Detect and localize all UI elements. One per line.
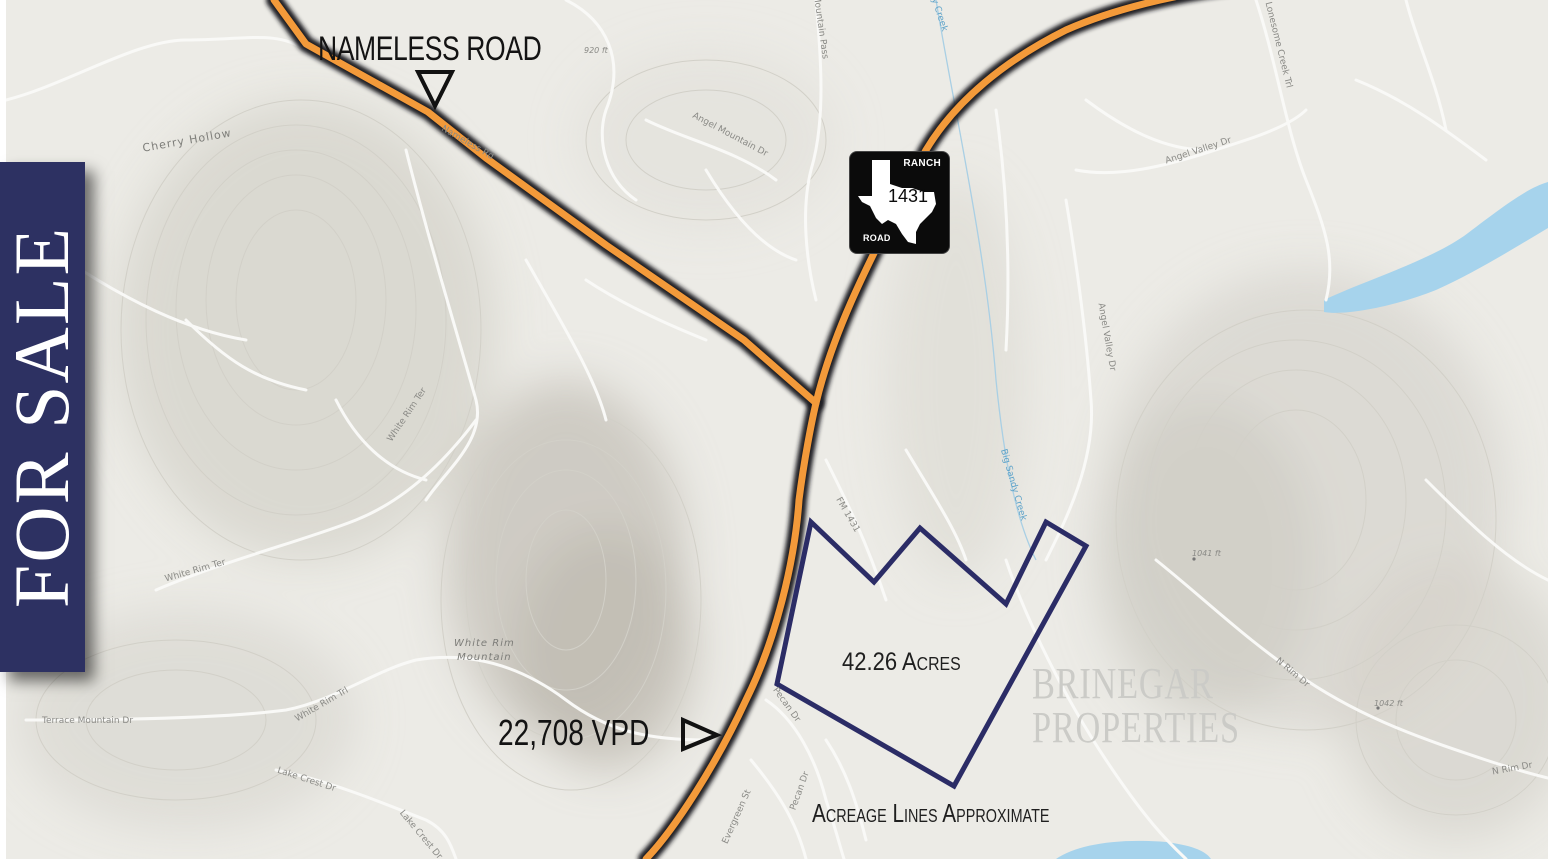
- label-elev-1042: 1042 ft: [1374, 699, 1403, 708]
- parcel-boundary[interactable]: [774, 517, 1090, 790]
- shield-top-text: RANCH: [903, 158, 941, 169]
- for-sale-text: FOR SALE: [0, 225, 85, 609]
- terrain-shading: [16, 50, 1548, 840]
- map-canvas: [6, 0, 1548, 859]
- vpd-marker-icon: [681, 716, 723, 752]
- shield-bottom-text: ROAD: [863, 233, 891, 243]
- label-terrace-mountain-dr: Terrace Mountain Dr: [42, 716, 134, 726]
- contour-lines: [35, 59, 1548, 816]
- traffic-count-label: 22,708 VPD: [498, 712, 650, 753]
- label-elev-1041: 1041 ft: [1192, 549, 1221, 558]
- label-white-rim-mountain-line1: White Rim: [454, 638, 515, 649]
- minor-roads: [6, 0, 1548, 859]
- label-white-rim-mountain: White Rim Mountain: [454, 637, 515, 665]
- topographic-map[interactable]: Cherry Hollow Nameless Rd 920 ft Mountai…: [6, 0, 1548, 859]
- watermark-line1: BRINEGAR: [1032, 659, 1214, 708]
- ranch-road-1431-shield: RANCH 1431 ROAD: [850, 152, 949, 253]
- acreage-note-label: Acreage Lines Approximate: [812, 798, 1050, 828]
- shield-number: 1431: [888, 186, 929, 206]
- nameless-road-label: NAMELESS ROAD: [318, 30, 542, 68]
- nameless-road-marker-icon: [414, 70, 456, 111]
- watermark-line2: PROPERTIES: [1032, 703, 1240, 752]
- texas-outline-icon: [858, 160, 936, 244]
- big-sandy-creek-line: [935, 0, 1037, 561]
- label-elev-920: 920 ft: [584, 46, 608, 55]
- highways: [266, 0, 1202, 859]
- brinegar-properties-watermark: BRINEGAR PROPERTIES: [1032, 662, 1240, 750]
- elevation-point-1042: [1376, 706, 1380, 710]
- label-white-rim-mountain-line2: Mountain: [457, 652, 512, 663]
- elevation-point-1041: [1192, 557, 1196, 561]
- for-sale-banner: FOR SALE: [0, 162, 85, 672]
- acreage-label: 42.26 Acres: [842, 648, 961, 676]
